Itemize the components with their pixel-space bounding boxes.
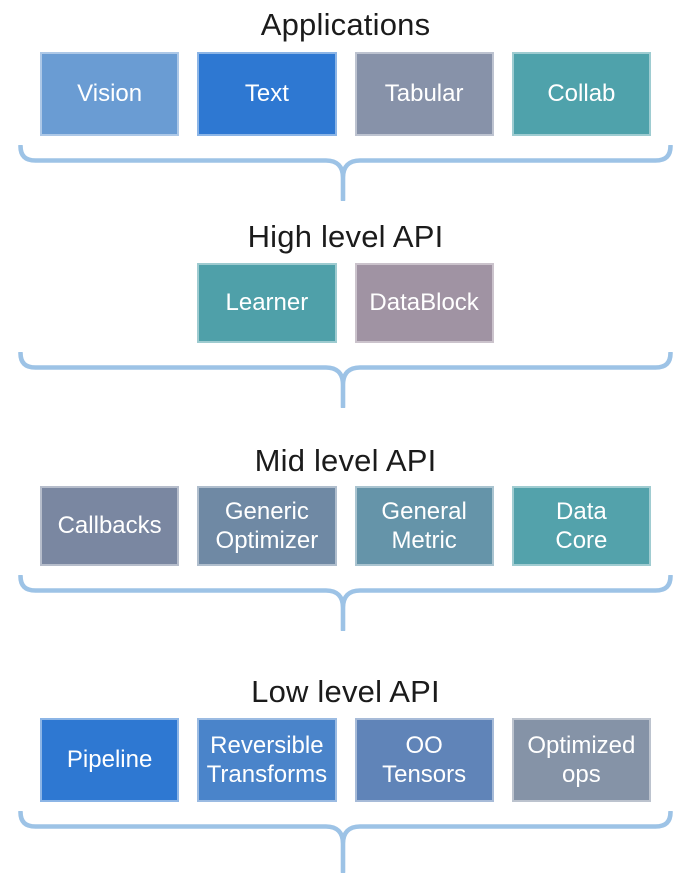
section-title-applications: Applications bbox=[260, 7, 431, 42]
box-text: Text bbox=[197, 52, 337, 136]
box-optimized-ops-label: Optimized ops bbox=[527, 731, 636, 788]
fastai-layered-api-diagram: Applications Vision Text Tabular Collab … bbox=[0, 3, 691, 879]
box-pipeline-label: Pipeline bbox=[66, 746, 153, 774]
box-text-label: Text bbox=[244, 80, 289, 108]
curly-brace-icon bbox=[18, 575, 673, 631]
box-collab-label: Collab bbox=[547, 80, 616, 108]
box-collab: Collab bbox=[511, 52, 651, 136]
low-level-row: Pipeline Reversible Transforms OO Tensor… bbox=[40, 718, 651, 802]
box-tabular: Tabular bbox=[354, 52, 494, 136]
box-optimized-ops: Optimized ops bbox=[511, 718, 651, 802]
box-data-core-label: Data Core bbox=[555, 497, 608, 554]
section-title-low-level-api: Low level API bbox=[251, 674, 440, 709]
box-data-core: Data Core bbox=[511, 486, 651, 566]
box-reversible-transforms: Reversible Transforms bbox=[197, 718, 337, 802]
curly-brace-icon bbox=[18, 352, 673, 408]
box-vision: Vision bbox=[40, 52, 180, 136]
curly-brace-icon bbox=[18, 811, 673, 873]
box-learner: Learner bbox=[197, 263, 337, 343]
box-general-metric: General Metric bbox=[354, 486, 494, 566]
box-learner-label: Learner bbox=[225, 289, 309, 317]
box-pipeline: Pipeline bbox=[40, 718, 180, 802]
mid-level-row: Callbacks Generic Optimizer General Metr… bbox=[40, 486, 651, 566]
curly-brace-icon bbox=[18, 145, 673, 201]
box-callbacks: Callbacks bbox=[40, 486, 180, 566]
box-datablock-label: DataBlock bbox=[369, 289, 479, 317]
box-oo-tensors-label: OO Tensors bbox=[382, 731, 467, 788]
box-tabular-label: Tabular bbox=[384, 80, 464, 108]
box-reversible-transforms-label: Reversible Transforms bbox=[206, 731, 328, 788]
applications-row: Vision Text Tabular Collab bbox=[40, 52, 651, 136]
high-level-row: Learner DataBlock bbox=[40, 263, 651, 343]
box-oo-tensors: OO Tensors bbox=[354, 718, 494, 802]
section-title-mid-level-api: Mid level API bbox=[254, 443, 437, 478]
box-generic-optimizer-label: Generic Optimizer bbox=[215, 497, 319, 554]
box-callbacks-label: Callbacks bbox=[57, 512, 162, 540]
box-generic-optimizer: Generic Optimizer bbox=[197, 486, 337, 566]
box-general-metric-label: General Metric bbox=[381, 497, 467, 554]
box-vision-label: Vision bbox=[77, 80, 143, 108]
section-title-high-level-api: High level API bbox=[247, 219, 444, 254]
box-datablock: DataBlock bbox=[354, 263, 494, 343]
